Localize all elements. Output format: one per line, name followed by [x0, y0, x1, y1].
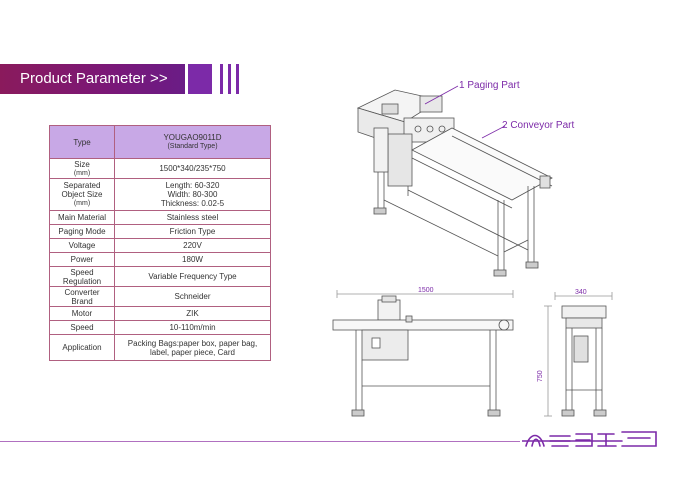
section-title: Product Parameter >>	[20, 70, 168, 87]
row-label-line: Separated	[63, 181, 101, 190]
callout-conveyor-part: 2 Conveyor Part	[502, 120, 574, 131]
row-value-line: 180W	[182, 255, 203, 264]
row-label-line: Paging Mode	[58, 227, 106, 236]
row-label: Application	[49, 334, 115, 361]
row-label-line: Speed	[70, 267, 94, 277]
row-label-line: Main Material	[57, 213, 106, 222]
row-value-line: Packing Bags:paper box, paper bag,	[127, 338, 258, 348]
dimension-length-label: 1500	[418, 287, 434, 294]
row-label-line: Application	[62, 343, 102, 352]
row-value: YOUGAO9011D (Standard Type)	[114, 125, 271, 159]
row-value-line: ZIK	[186, 309, 199, 318]
row-value-line: Friction Type	[169, 227, 216, 236]
section-header: Product Parameter >>	[0, 64, 185, 94]
row-value-line: Schneider	[174, 292, 211, 301]
row-value-line: Stainless steel	[166, 213, 219, 222]
row-value-line: 10-110m/min	[169, 323, 216, 332]
table-row: Main Material Stainless steel	[49, 210, 271, 225]
header-accent-block	[188, 64, 212, 94]
footer-divider	[0, 441, 520, 442]
row-label-line: Brand	[71, 296, 93, 306]
table-row: Application Packing Bags:paper box, paper…	[49, 334, 271, 361]
row-value-line: 220V	[183, 241, 202, 250]
row-value-line: label, paper piece, Card	[150, 347, 235, 357]
row-value-line: 1500*340/235*750	[159, 164, 226, 173]
row-label-line: Size	[74, 159, 90, 169]
callout-paging-part: 1 Paging Part	[459, 80, 520, 91]
dimension-width-label: 340	[575, 289, 587, 296]
row-label-line: Object Size	[61, 190, 103, 199]
front-view-drawing	[544, 292, 613, 417]
isometric-machine-view	[356, 89, 553, 277]
type-model: YOUGAO9011D	[163, 133, 222, 142]
row-label-line: Regulation	[62, 276, 102, 286]
parameter-table: Type YOUGAO9011D (Standard Type) Size(mm…	[49, 125, 271, 361]
row-value-line: Width: 80-300	[167, 190, 218, 199]
row-label-line: Power	[70, 255, 94, 264]
brand-logo	[522, 431, 657, 447]
header-accent-bar	[228, 64, 231, 94]
row-value-line: Thickness: 0.02-5	[160, 199, 225, 208]
row-value-line: Length: 60-320	[165, 181, 220, 190]
row-label-line: (mm)	[73, 200, 91, 207]
type-subtitle: (Standard Type)	[167, 143, 218, 150]
row-value: Packing Bags:paper box, paper bag,label,…	[114, 334, 271, 361]
header-accent-bar	[220, 64, 223, 94]
dimension-height-label: 750	[537, 370, 544, 382]
header-accent-bar	[236, 64, 239, 94]
row-value-line: Variable Frequency Type	[148, 272, 237, 281]
row-label-line: Voltage	[68, 241, 96, 250]
row-label-line: Converter	[64, 287, 100, 297]
row-label-line: Motor	[71, 309, 93, 318]
row-label-line: (mm)	[73, 169, 91, 177]
row-label-line: Speed	[70, 323, 94, 332]
side-view-drawing	[332, 290, 514, 417]
